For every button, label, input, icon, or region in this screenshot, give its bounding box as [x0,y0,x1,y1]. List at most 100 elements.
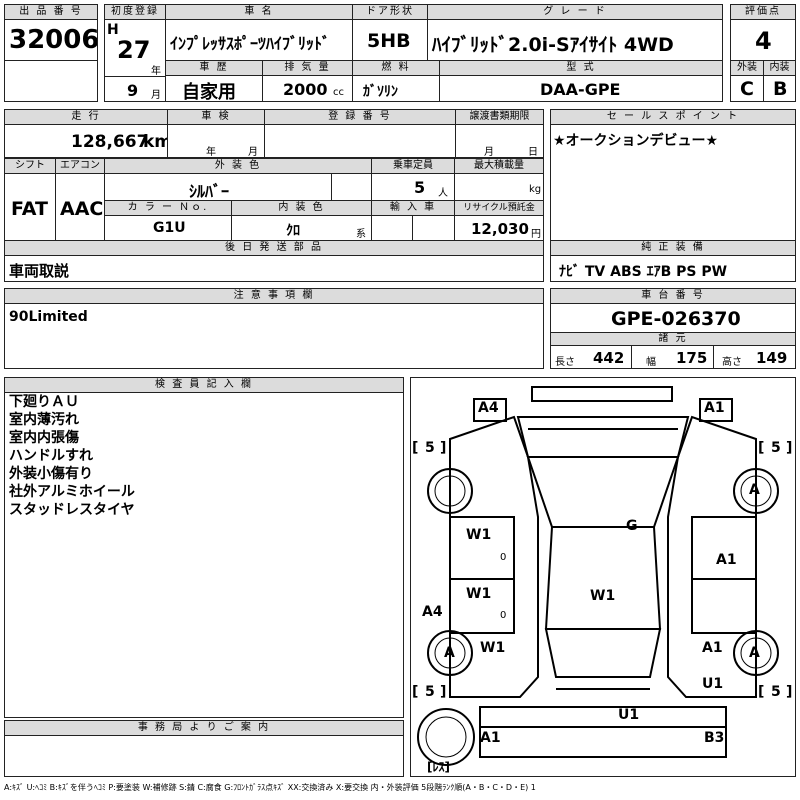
displacement: 2000 [283,80,328,99]
mark-right-front-fender: A1 [716,552,737,568]
windshield-outline [526,456,680,528]
sales-point: ★オークションデビュー★ [553,133,719,149]
inspector-notes-label: 検 査 員 記 入 欄 [4,377,404,393]
mark-rear-bumper: U1 [618,707,640,723]
interior-color: ｸﾛ [286,223,300,239]
capacity-unit: 人 [438,188,448,199]
inspector-notes-cell: 下廻りＡＵ 室内薄汚れ 室内内張傷 ハンドルすれ 外装小傷有り 社外アルミホイー… [4,392,404,718]
inspection-label: 車 検 [167,109,265,125]
registration-month-cell: 9 月 [104,76,166,102]
roof-outline [544,526,662,630]
month-unit: 月 [151,90,161,101]
right-front-door-outline [691,516,757,580]
bracket-rr-close: ] [786,684,793,700]
body-outline [449,415,539,698]
registration-number-cell [264,124,456,158]
exterior-color: ｼﾙﾊﾞｰ [189,182,230,201]
spare-tire-label: [ﾚｽ] [427,760,450,774]
exterior-color-label: 外 装 色 [104,158,372,174]
length-cell: 長さ 442 [550,345,632,369]
chassis-number: GPE-026370 [611,308,741,330]
first-registration-label: 初度登録 [104,4,166,20]
interior-score-cell: B [763,75,796,102]
shift: FAT [11,198,48,220]
interior-color-cell: ｸﾛ 系 [231,215,372,241]
later-shipment-label: 後 日 発 送 部 品 [4,240,544,256]
caution-cell: 90Limited [4,303,544,369]
displacement-label: 排 気 量 [262,60,353,76]
inspector-note: 社外アルミホイール [9,484,135,500]
caution: 90Limited [9,309,88,325]
tire-tread-front-left: 5 [425,440,435,456]
wheel-front-right-inner [740,475,772,507]
mark-wheel-front-right: A [749,482,760,498]
front-bumper-outline [531,386,673,402]
inspector-note: 外装小傷有り [9,466,93,482]
chassis-number-cell: GPE-026370 [550,303,796,333]
mark-windshield: G [626,518,638,534]
displacement-cell: 2000 cc [262,75,353,102]
recycle-fee-cell: 12,030 円 [454,215,544,241]
air-conditioner-label: エアコン [55,158,105,174]
inspection-year-unit: 年 [206,147,216,158]
air-conditioner-cell: AAC [55,173,105,241]
height: 149 [756,349,788,367]
later-shipment-cell: 車両取説 [4,255,544,282]
mark-left-rear-quarter: A4 [422,604,443,620]
transfer-deadline-label: 譲渡書類期限 [455,109,544,125]
max-load-label: 最大積載量 [454,158,544,174]
inspector-note: 室内内張傷 [9,430,79,446]
score: 4 [755,27,772,55]
tire-tread-rear-right: 5 [771,684,781,700]
capacity-label: 乗車定員 [371,158,455,174]
wheel-front-right [733,468,779,514]
spare-tire-inner [425,716,467,758]
recycle-fee-unit: 円 [531,229,541,240]
mileage: 128,667 [71,132,149,152]
door-type-label: ドア形状 [352,4,428,20]
transfer-deadline-cell: 月 日 [455,124,544,158]
model-label: 型 式 [439,60,723,76]
mark-left-front-door-sub: 0 [500,552,507,563]
interior-color-label: 内 装 色 [231,200,372,216]
wheel-front-left [427,468,473,514]
exterior-label: 外装 [730,60,764,76]
bracket-fl-open: [ [412,440,419,456]
office-notice-cell [4,735,404,777]
mark-wheel-rear-left: A [444,645,455,661]
mark-wheel-rear-right: A [749,645,760,661]
length-label: 長さ [555,357,575,368]
wheel-rear-left [427,630,473,676]
door-type: 5HB [367,30,411,52]
history-cell: 自家用 [165,75,263,102]
lot-number: 32006 [9,25,98,55]
registration-year: 27 [117,36,151,64]
mileage-label: 走 行 [4,109,168,125]
registration-month: 9 [127,81,139,100]
tire-tread-front-right: 5 [771,440,781,456]
car-name: ｲﾝﾌﾟﾚｯｻｽﾎﾟｰﾂﾊｲﾌﾞﾘｯﾄﾞ [170,34,331,53]
interior-label: 内装 [763,60,796,76]
later-shipment: 車両取説 [9,262,70,280]
damage-diagram-frame [410,377,796,777]
inspection-cell: 年 月 [167,124,265,158]
displacement-unit: cc [333,87,344,98]
score-label: 評価点 [730,4,796,20]
wheel-front-left-inner [434,475,466,507]
mark-front-right-corner: A1 [704,400,725,416]
interior-score: B [773,78,788,100]
car-diagram [417,386,779,766]
inspector-note: 下廻りＡＵ [9,394,79,410]
bracket-rr-open: [ [758,684,765,700]
width: 175 [676,349,708,367]
transfer-day-unit: 日 [528,147,538,158]
bracket-fr-open: [ [758,440,765,456]
dimensions-label: 諸 元 [550,332,796,346]
body-outline-right [667,415,757,698]
bracket-fl-close: ] [440,440,447,456]
mark-front-left-corner: A4 [478,400,499,416]
width-label: 幅 [646,357,656,368]
wheel-rear-right [733,630,779,676]
mark-roof: W1 [590,588,616,604]
